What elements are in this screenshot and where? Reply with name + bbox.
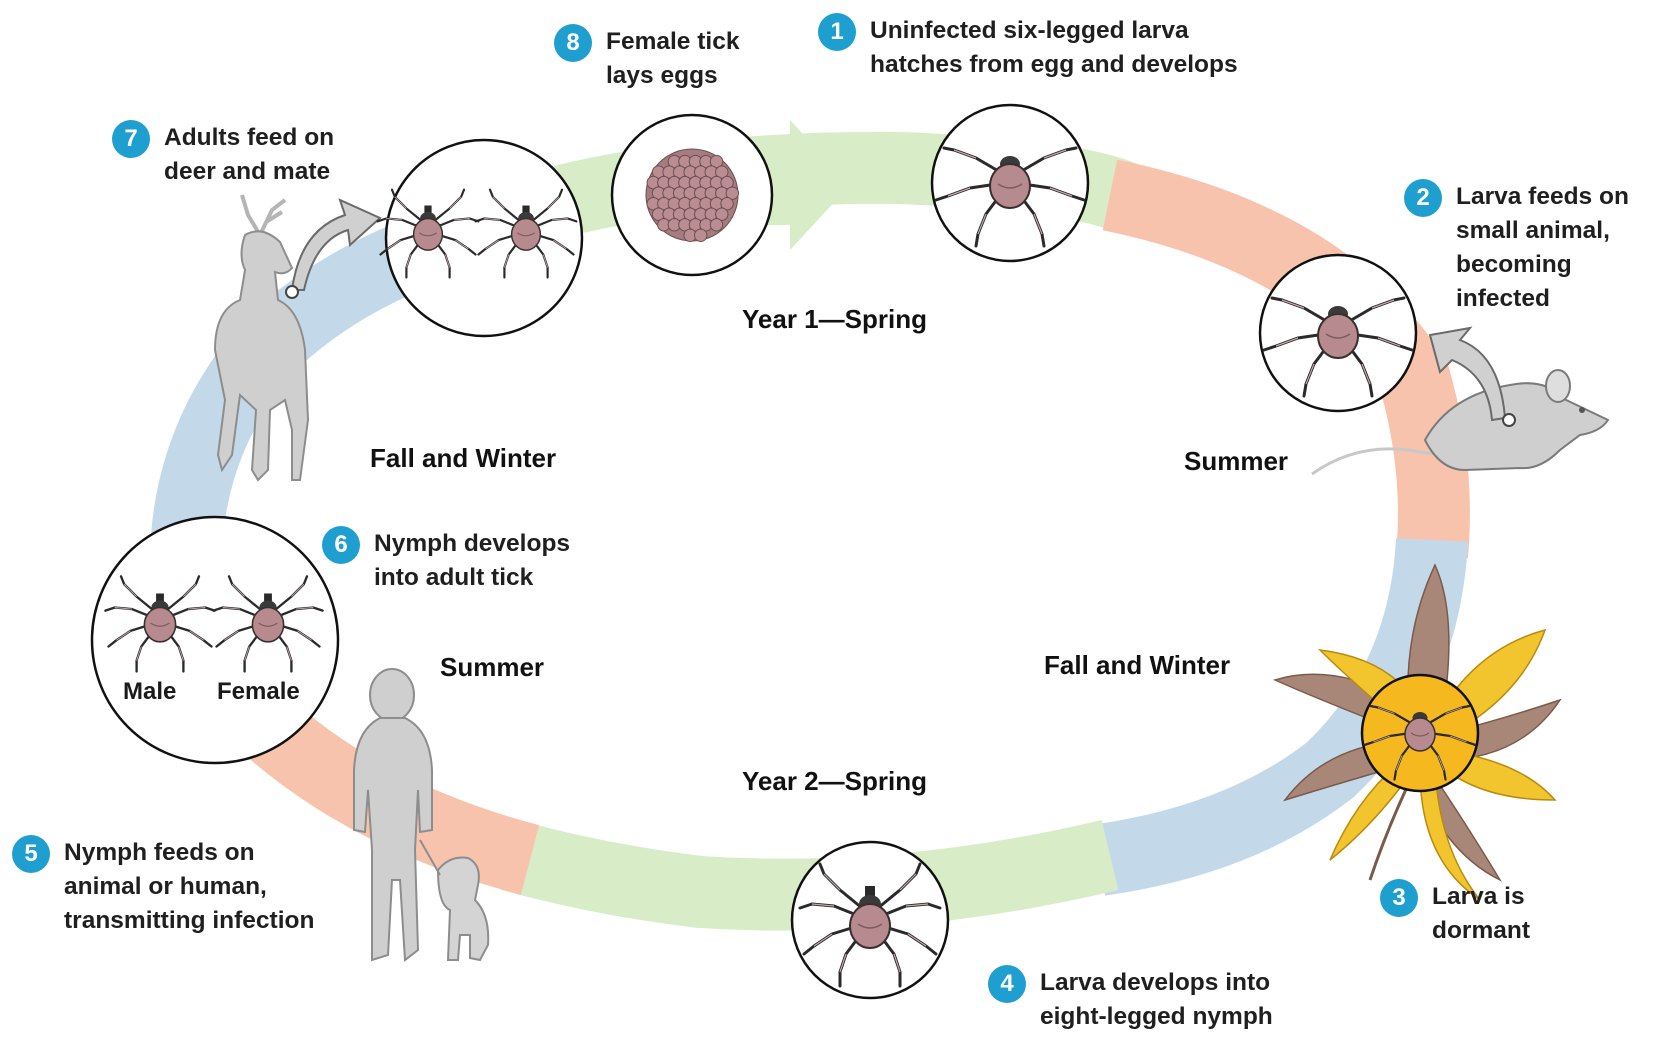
egg — [695, 229, 707, 241]
stage-circle-mating — [378, 140, 582, 336]
step-badge-4: 4 — [988, 965, 1026, 1003]
step-1: 1 Uninfected six-legged larva hatches fr… — [818, 14, 1238, 82]
egg-cluster — [646, 149, 739, 242]
step-5: 5 Nymph feeds on animal or human, transm… — [12, 836, 314, 938]
step-text-5: Nymph feeds on animal or human, transmit… — [64, 836, 314, 938]
stage-circle-adults — [92, 517, 338, 763]
season-fall-winter-right: Fall and Winter — [1044, 650, 1230, 681]
step-badge-6: 6 — [322, 526, 360, 564]
step-3: 3 Larva is dormant — [1380, 880, 1530, 948]
label-male: Male — [123, 678, 176, 706]
stage-circle-larva — [932, 105, 1088, 261]
step-4: 4 Larva develops into eight-legged nymph — [988, 966, 1273, 1034]
season-year2-spring: Year 2—Spring — [742, 766, 927, 797]
step-6: 6 Nymph develops into adult tick — [322, 527, 570, 595]
stage-circle-infected-larva — [1260, 255, 1416, 411]
step-text-4: Larva develops into eight-legged nymph — [1040, 966, 1273, 1034]
step-badge-1: 1 — [818, 13, 856, 51]
stage-circle-nymph — [792, 842, 948, 998]
step-badge-7: 7 — [112, 120, 150, 158]
step-badge-3: 3 — [1380, 879, 1418, 917]
stage-circle-eggs — [612, 115, 772, 275]
step-badge-5: 5 — [12, 835, 50, 873]
step-2: 2 Larva feeds on small animal, becoming … — [1404, 180, 1629, 316]
season-summer-right: Summer — [1184, 446, 1288, 477]
season-year1-spring: Year 1—Spring — [742, 304, 927, 335]
step-7: 7 Adults feed on deer and mate — [112, 121, 334, 189]
egg — [710, 219, 722, 231]
step-text-8: Female tick lays eggs — [606, 25, 739, 93]
stage-circle-dormant-larva — [1362, 675, 1478, 791]
deer-illustration — [215, 195, 308, 480]
step-badge-2: 2 — [1404, 179, 1442, 217]
season-summer-left: Summer — [440, 652, 544, 683]
step-text-2: Larva feeds on small animal, becoming in… — [1456, 180, 1629, 316]
step-badge-8: 8 — [554, 24, 592, 62]
label-female: Female — [217, 678, 300, 706]
season-fall-winter-left: Fall and Winter — [370, 443, 556, 474]
step-text-6: Nymph develops into adult tick — [374, 527, 570, 595]
step-text-7: Adults feed on deer and mate — [164, 121, 334, 189]
step-text-1: Uninfected six-legged larva hatches from… — [870, 14, 1238, 82]
step-text-3: Larva is dormant — [1432, 880, 1530, 948]
person-illustration — [354, 669, 432, 960]
step-8: 8 Female tick lays eggs — [554, 25, 739, 93]
